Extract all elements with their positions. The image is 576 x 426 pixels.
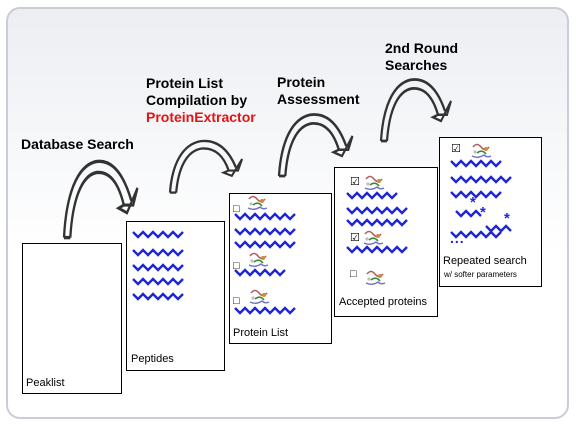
asterisk-icon: *	[504, 210, 510, 227]
protein-structure-icon	[365, 270, 386, 286]
unchecked-box-icon: □	[233, 260, 240, 272]
repeated-search-label: Repeated search	[443, 255, 527, 267]
peptide-wave-icon	[345, 191, 399, 200]
peptide-wave-icon	[233, 306, 297, 315]
peaklist-label: Peaklist	[26, 377, 65, 389]
unchecked-box-icon: □	[350, 268, 357, 280]
peptide-wave-icon	[233, 212, 297, 221]
step-label-line: Compilation by	[146, 92, 248, 108]
peptide-wave-icon	[131, 277, 185, 286]
step-label-protein-assessment: Protein Assessment	[277, 74, 360, 108]
peptide-wave-icon	[485, 224, 512, 233]
protein-list-label: Protein List	[233, 327, 289, 339]
peptide-wave-icon	[455, 209, 482, 218]
peptide-wave-icon	[233, 268, 287, 277]
protein-structure-icon	[364, 175, 385, 191]
peptide-wave-icon	[345, 206, 409, 215]
curved-arrow-icon	[62, 159, 140, 240]
protein-structure-icon	[247, 195, 268, 211]
softer-parameters-label: w/ softer parameters	[444, 270, 517, 279]
peptide-wave-icon	[131, 263, 185, 272]
protein-structure-icon	[248, 252, 269, 268]
step-label-line: Searches	[385, 57, 448, 73]
unchecked-box-icon: □	[233, 295, 240, 307]
curved-arrow-icon	[168, 139, 244, 194]
peptide-wave-icon	[233, 240, 297, 249]
accepted-proteins-label: Accepted proteins	[339, 296, 428, 308]
peptide-wave-icon	[449, 230, 503, 239]
asterisk-icon: *	[470, 194, 476, 211]
peaklist-card: Peaklist	[22, 243, 122, 394]
peptide-wave-icon	[131, 248, 185, 257]
peptide-wave-icon	[449, 175, 513, 184]
checked-box-icon: ☑	[451, 143, 461, 155]
step-label-database-search: Database Search	[21, 136, 134, 152]
step-label-second-round: 2nd Round Searches	[385, 40, 458, 74]
curved-arrow-icon	[379, 78, 453, 143]
step-label-line: Protein	[277, 74, 326, 90]
asterisk-icon: *	[480, 204, 486, 221]
unchecked-box-icon: □	[233, 203, 240, 215]
step-label-line: Protein List	[146, 75, 224, 91]
peptide-wave-icon	[345, 218, 409, 227]
peptides-label: Peptides	[131, 353, 174, 365]
peptide-wave-icon	[449, 159, 503, 168]
checked-box-icon: ☑	[350, 232, 360, 244]
peptide-wave-icon	[449, 190, 503, 199]
peptide-wave-icon	[233, 227, 297, 236]
checked-box-icon: ☑	[350, 176, 360, 188]
peptide-wave-icon	[131, 230, 185, 239]
step-label-line: Assessment	[277, 91, 360, 107]
protein-structure-icon	[363, 230, 384, 246]
step-label-protein-list-compilation: Protein List Compilation by ProteinExtra…	[146, 75, 256, 126]
protein-extractor-label: ProteinExtractor	[146, 109, 256, 125]
peptide-wave-icon	[131, 292, 185, 301]
curved-arrow-icon	[277, 113, 354, 178]
accepted-proteins-card: ☑ ☑ □ Accepted proteins	[334, 167, 438, 317]
protein-structure-icon	[249, 289, 270, 305]
protein-structure-icon	[471, 143, 492, 159]
step-label-line: 2nd Round	[385, 40, 459, 56]
peptide-wave-icon	[345, 245, 409, 254]
